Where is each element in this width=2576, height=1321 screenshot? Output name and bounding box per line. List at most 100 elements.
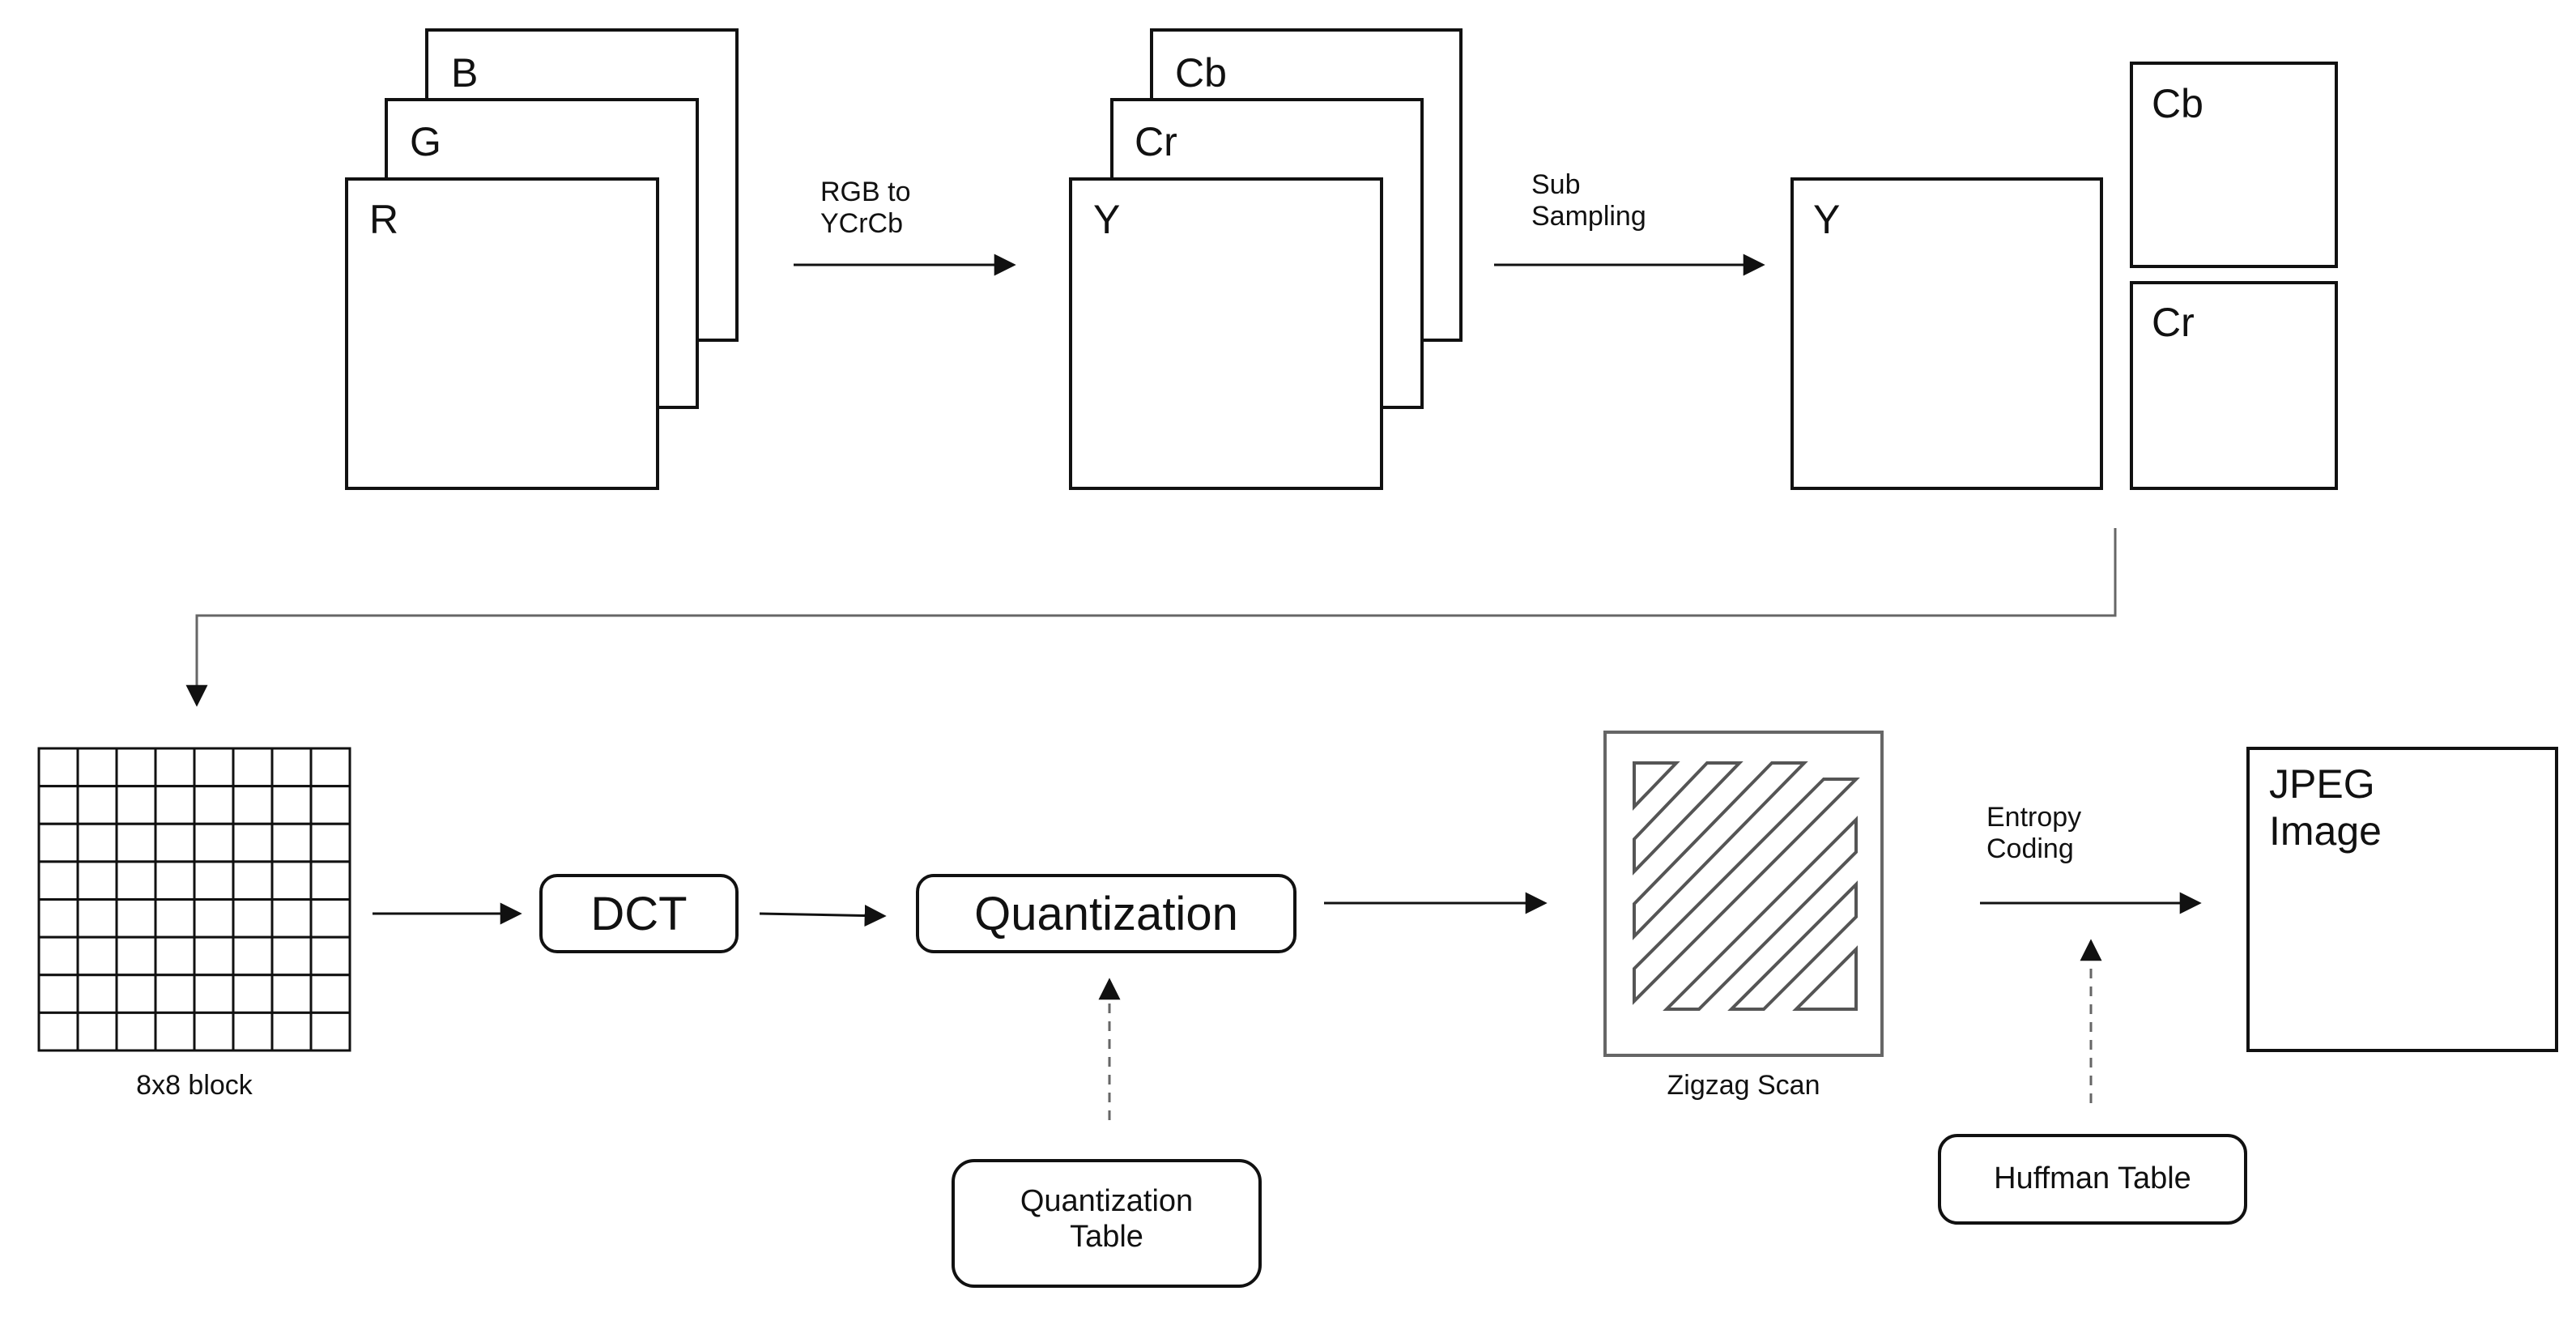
cr-channel-label: Cr: [1135, 119, 1177, 164]
block-cell: [270, 974, 313, 1014]
block-cell: [270, 1011, 313, 1052]
block-cell: [309, 898, 351, 939]
block-cell: [232, 974, 274, 1014]
block-cell: [270, 822, 313, 863]
zigzag-label: Zigzag Scan: [1667, 1070, 1820, 1101]
block-cell: [76, 935, 118, 977]
block-cell: [76, 898, 118, 939]
cb-channel-label: Cb: [1175, 50, 1227, 96]
subsampled-cb-frame: [2130, 62, 2338, 268]
b-channel-label: B: [451, 50, 479, 96]
block-cell: [232, 898, 274, 939]
block-cell: [154, 785, 196, 825]
block-cell: [37, 785, 79, 825]
block-cell: [232, 935, 274, 977]
block-cell: [309, 935, 351, 977]
block-cell: [232, 785, 274, 825]
block-cell: [232, 860, 274, 901]
block-cell: [309, 860, 351, 901]
subsampled-cr-frame: [2130, 281, 2338, 490]
subsampled-y-frame: [1790, 177, 2103, 490]
block-cell: [76, 822, 118, 863]
r-channel-label: R: [369, 197, 399, 242]
r-channel-frame: [345, 177, 659, 490]
block-cell: [193, 898, 235, 939]
y-channel-frame: [1069, 177, 1383, 490]
block-cell: [154, 747, 196, 788]
block-cell: [37, 822, 79, 863]
block-cell: [154, 822, 196, 863]
block-cell: [270, 785, 313, 825]
entropy-coding-line2: Coding: [1986, 833, 2074, 865]
block-cell: [115, 1011, 157, 1052]
block-cell: [309, 785, 351, 825]
jpeg-image-frame: [2246, 747, 2558, 1052]
entropy-coding-label: Entropy Coding: [1986, 802, 2081, 865]
quantization-box: [916, 874, 1297, 953]
block-cell: [193, 860, 235, 901]
jpeg-image-line1: JPEG: [2269, 761, 2375, 807]
block-cell: [154, 1011, 196, 1052]
block-cell: [37, 1011, 79, 1052]
quantization-label: Quantization: [974, 888, 1238, 940]
block-cell: [37, 898, 79, 939]
g-channel-label: G: [410, 119, 441, 164]
quantization-table-label: Quantization Table: [953, 1184, 1260, 1255]
subsampled-y-label: Y: [1813, 197, 1841, 242]
block-cell: [37, 935, 79, 977]
block-cell: [115, 935, 157, 977]
arrow-dct-to-quantization: [759, 905, 887, 927]
subsampling-line2: Sampling: [1531, 201, 1646, 232]
block-cell: [154, 860, 196, 901]
rgb-to-ycrcb-label: RGB to YCrCb: [820, 177, 910, 240]
connector-to-block: [185, 528, 2117, 707]
block-cell: [309, 747, 351, 788]
block-cell: [115, 860, 157, 901]
block-cell: [193, 974, 235, 1014]
block-cell: [270, 935, 313, 977]
block-cell: [270, 898, 313, 939]
block-cell: [232, 747, 274, 788]
zigzag-pattern: [1633, 761, 1860, 1011]
entropy-coding-line1: Entropy: [1986, 802, 2082, 833]
block-cell: [76, 860, 118, 901]
block-cell: [76, 747, 118, 788]
rgb-to-ycrcb-line2: YCrCb: [820, 208, 904, 240]
block-cell: [232, 822, 274, 863]
block-cell: [193, 935, 235, 977]
dct-label: DCT: [590, 888, 688, 940]
block-cell: [115, 747, 157, 788]
block-cell: [37, 860, 79, 901]
block-cell: [76, 785, 118, 825]
block-cell: [76, 974, 118, 1014]
quantization-table-line2: Table: [1070, 1219, 1143, 1254]
quantization-table-line1: Quantization: [1020, 1184, 1194, 1218]
subsampling-line1: Sub: [1531, 169, 1581, 200]
huffman-table-box: [1938, 1134, 2247, 1225]
block-cell: [193, 785, 235, 825]
block-cell: [76, 1011, 118, 1052]
block-label: 8x8 block: [136, 1070, 253, 1101]
block-grid: [37, 747, 351, 1052]
block-cell: [309, 822, 351, 863]
y-channel-label: Y: [1093, 197, 1121, 242]
subsampled-cb-label: Cb: [2152, 81, 2203, 126]
block-cell: [115, 785, 157, 825]
block-cell: [154, 974, 196, 1014]
block-cell: [193, 822, 235, 863]
block-cell: [154, 898, 196, 939]
dct-box: [539, 874, 739, 953]
block-cell: [115, 822, 157, 863]
block-cell: [154, 935, 196, 977]
subsampling-label: Sub Sampling: [1531, 169, 1646, 232]
block-cell: [115, 974, 157, 1014]
block-cell: [115, 898, 157, 939]
block-cell: [309, 974, 351, 1014]
block-cell: [193, 747, 235, 788]
subsampled-cr-label: Cr: [2152, 300, 2195, 345]
block-cell: [232, 1011, 274, 1052]
block-cell: [37, 747, 79, 788]
block-cell: [309, 1011, 351, 1052]
quantization-table-box: [952, 1159, 1262, 1288]
